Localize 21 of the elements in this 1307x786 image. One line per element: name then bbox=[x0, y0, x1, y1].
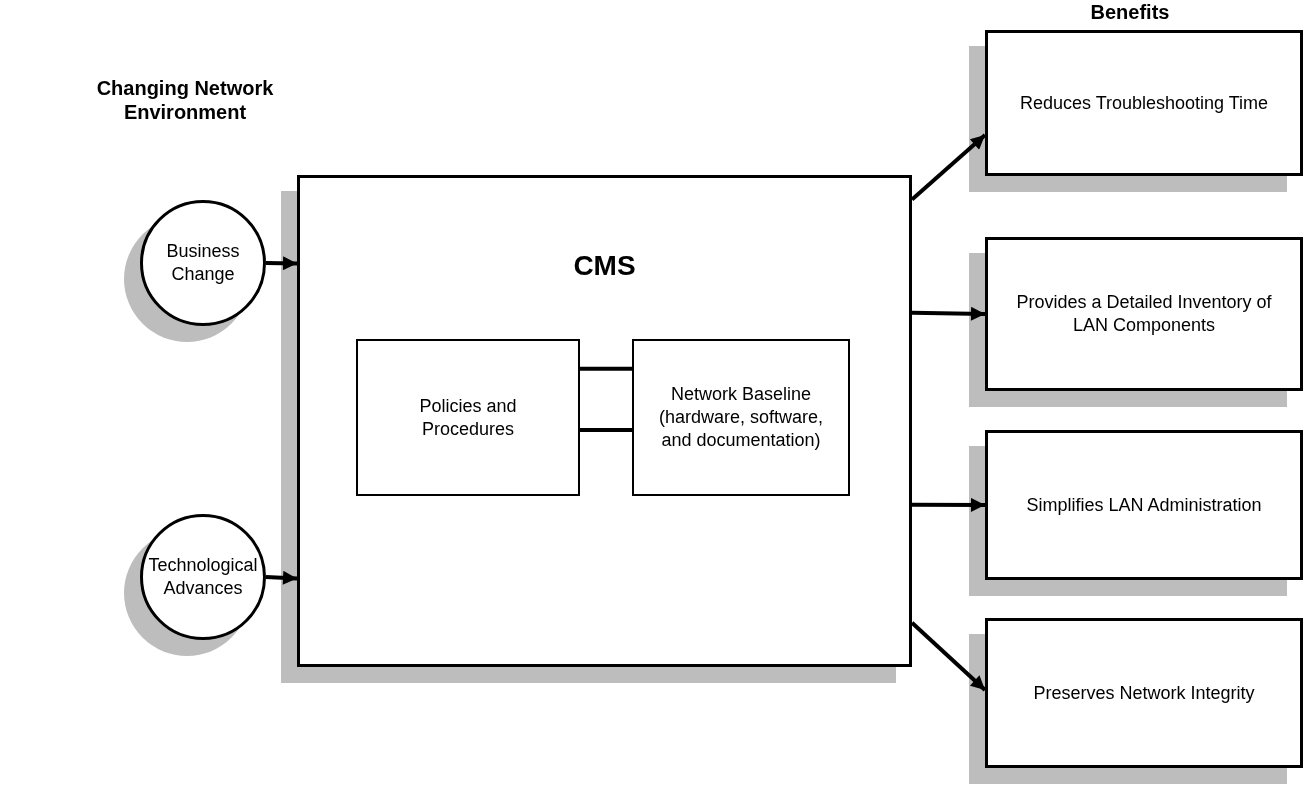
box-label: Network Baseline (hardware, software, and documentation) bbox=[657, 383, 825, 452]
heading: Changing Network Environment bbox=[95, 76, 275, 124]
panel-title: CMS bbox=[572, 250, 637, 282]
connector-line bbox=[580, 428, 632, 433]
arrow bbox=[911, 306, 986, 321]
box-label: Technological Advances bbox=[147, 554, 259, 600]
arrow bbox=[910, 133, 987, 202]
box-label: Policies and Procedures bbox=[418, 394, 518, 441]
arrow bbox=[910, 621, 987, 692]
process-box bbox=[632, 339, 850, 496]
box-label: Preserves Network Integrity bbox=[1032, 681, 1256, 705]
connector-line bbox=[580, 366, 632, 371]
box-label: Business Change bbox=[165, 240, 241, 286]
arrow bbox=[912, 497, 985, 512]
box-label: Provides a Detailed Inventory of LAN Components bbox=[1015, 291, 1273, 337]
arrow bbox=[265, 570, 298, 585]
box-label: Reduces Troubleshooting Time bbox=[1018, 91, 1270, 115]
arrow bbox=[265, 256, 298, 271]
heading: Benefits bbox=[1089, 0, 1171, 24]
process-box bbox=[356, 339, 580, 496]
box-label: Simplifies LAN Administration bbox=[1025, 493, 1263, 517]
